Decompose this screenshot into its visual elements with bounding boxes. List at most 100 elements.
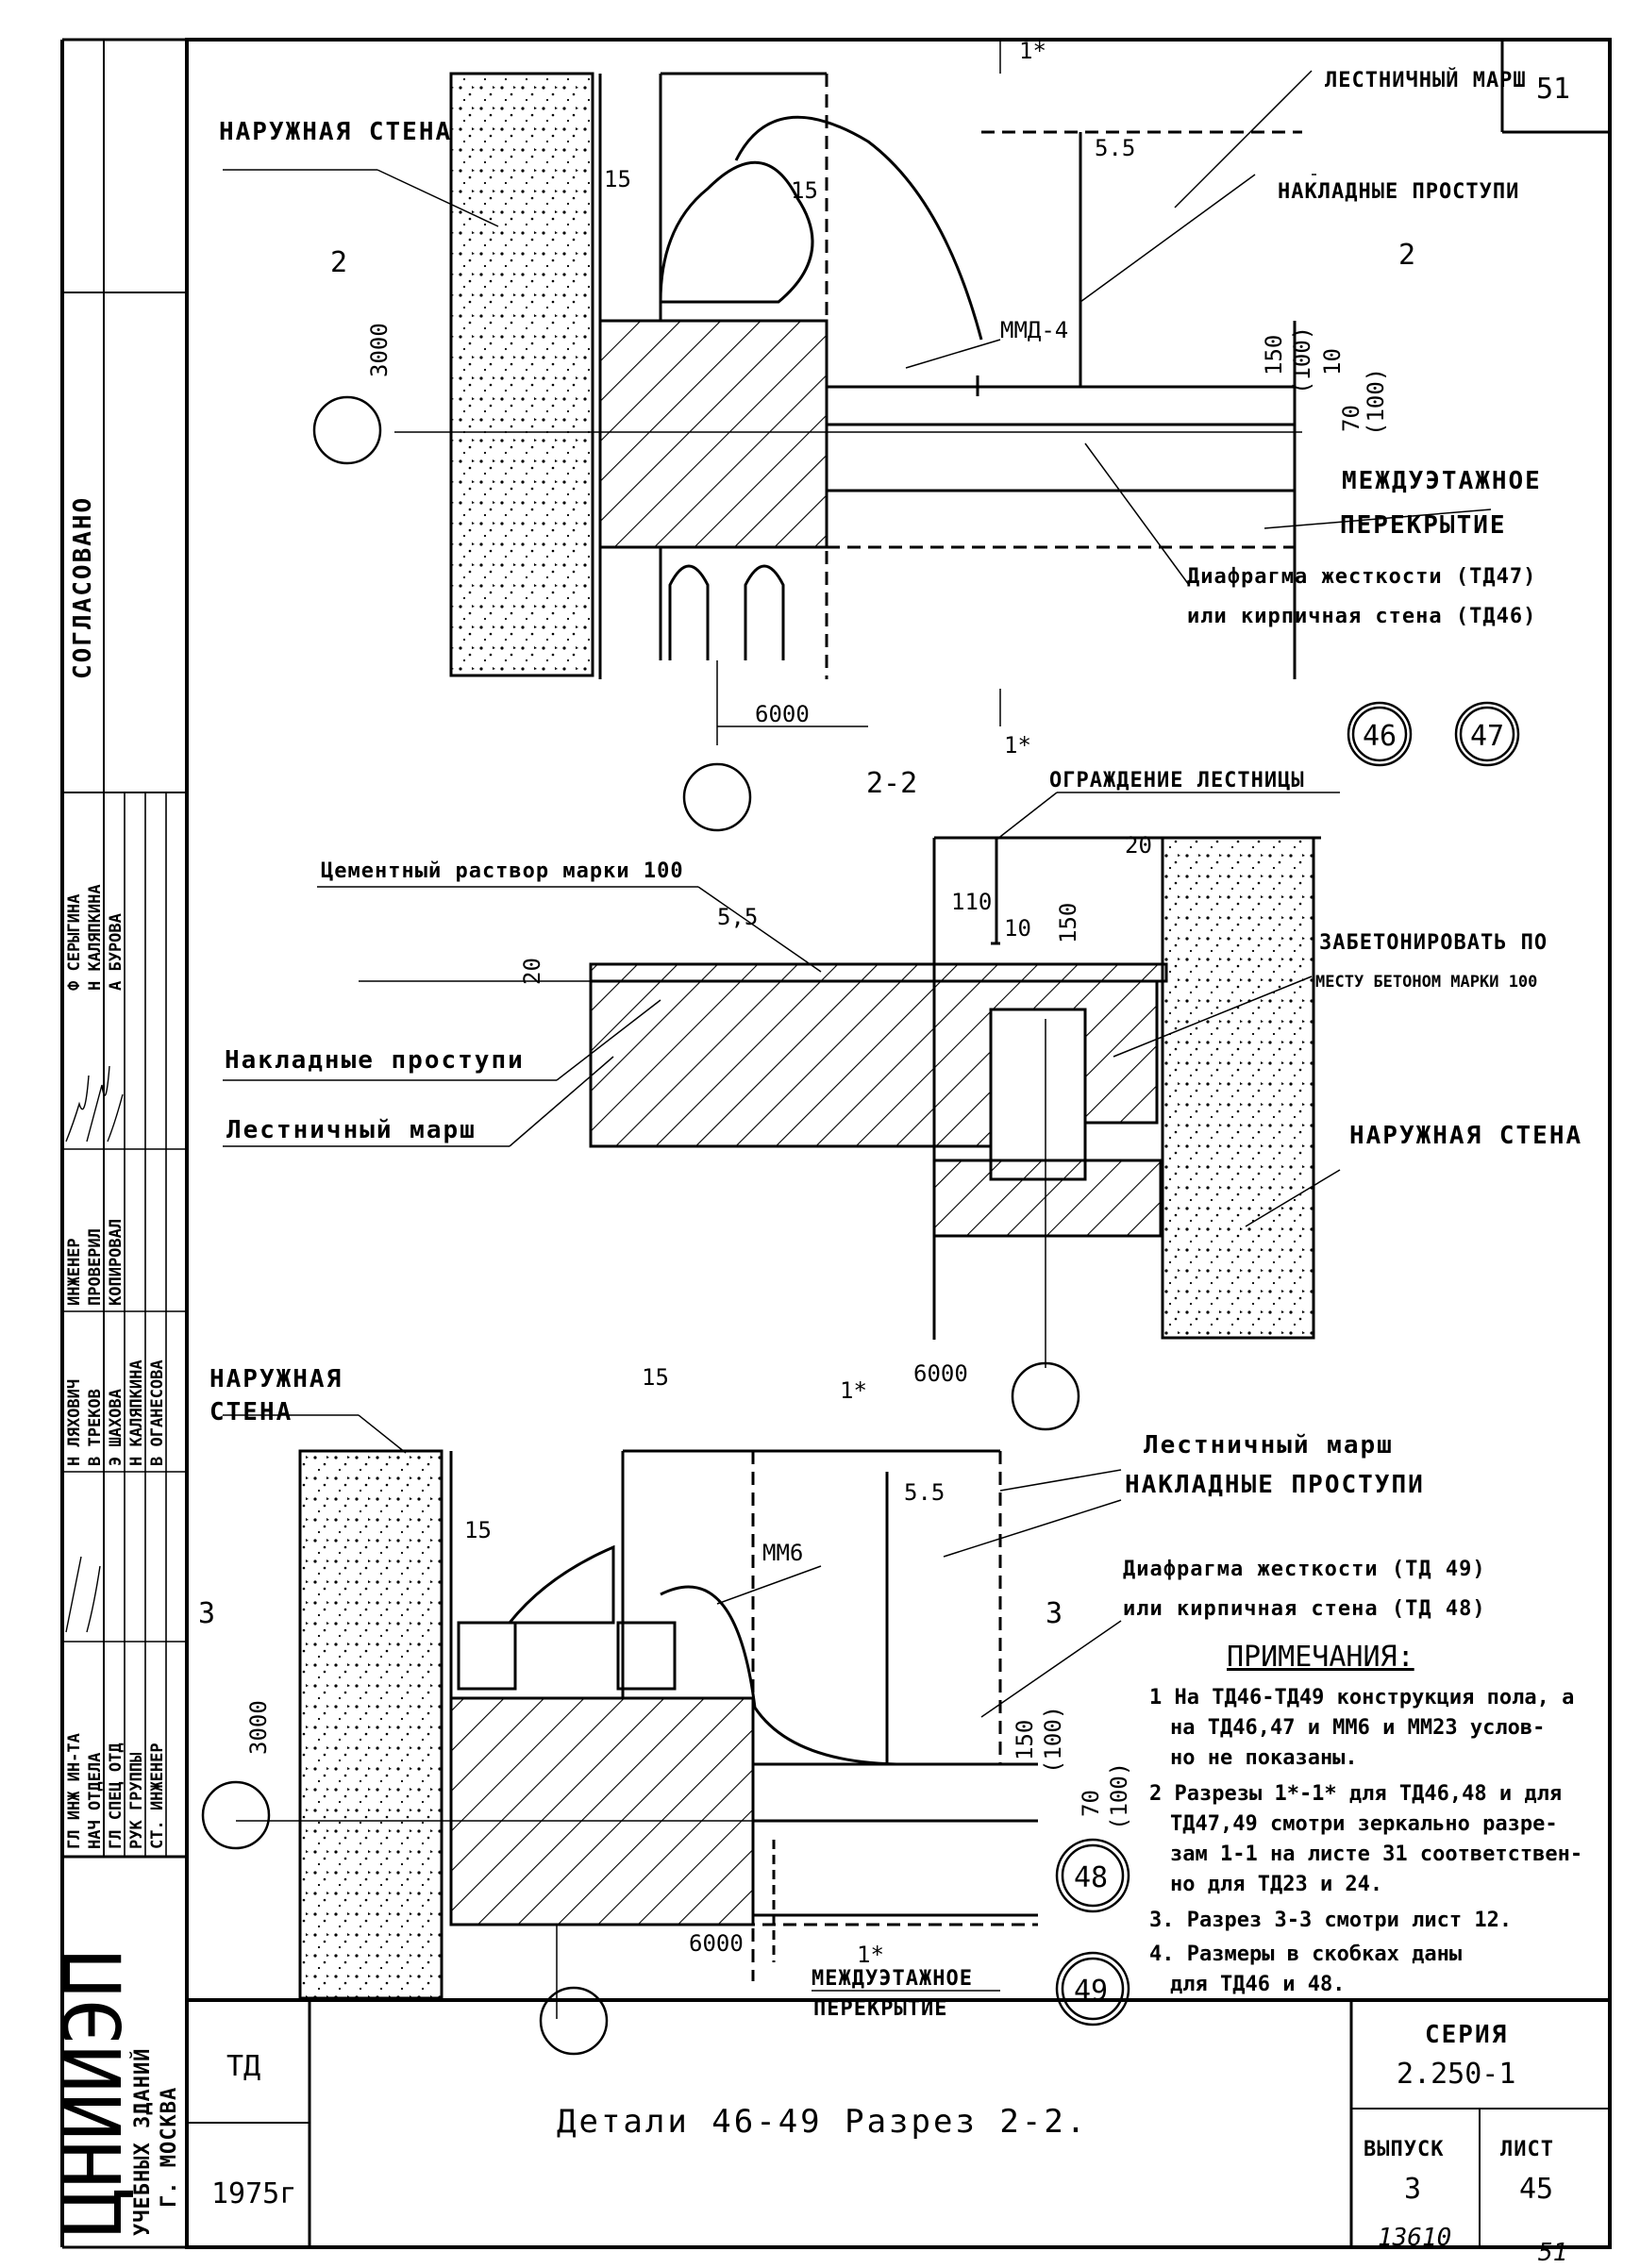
top-dim-6000: 6000 <box>755 701 810 727</box>
stamp-name: Ф СЕРЫГИНА <box>65 894 84 991</box>
note-4: 4. Размеры в скобках даны <box>1149 1943 1462 1966</box>
top-dim-55: 5.5 <box>1095 135 1135 161</box>
top-dim-150: 150 <box>1261 335 1287 375</box>
note-2: 2 Разрезы 1*-1* для ТД46,48 и для <box>1149 1782 1562 1806</box>
stamp-name: Н КАЛЯПКИНА <box>86 884 105 991</box>
bottom-wall-label-1: НАРУЖНАЯ <box>209 1365 343 1393</box>
section-dim-20b: 20 <box>1125 832 1152 859</box>
stamp-role: КОПИРОВАЛ <box>107 1219 126 1306</box>
sheet-number-bottom: 51 <box>1538 2239 1567 2267</box>
detail-48-49 <box>236 1449 1038 2019</box>
top-diaphragm-label-2: или кирпичная стена (ТД46) <box>1187 605 1536 628</box>
top-dim-100b: (100) <box>1363 368 1389 436</box>
bottom-cut-3b: 3 <box>1046 1597 1063 1630</box>
stamp-name: Э ШАХОВА <box>107 1389 126 1466</box>
section-march-label: Лестничный марш <box>226 1116 477 1144</box>
stamp-grid <box>62 792 187 1857</box>
bottom-diaphragm-label-1: Диафрагма жесткости (ТД 49) <box>1123 1558 1486 1581</box>
org-line2: Г. МОСКВА <box>158 2087 181 2208</box>
org-logo: ЦНИИЭП <box>47 1950 140 2236</box>
sheet-title: Детали 46-49 Разрез 2-2. <box>557 2103 1088 2141</box>
leaders-bottom <box>223 1414 1122 1992</box>
node-46: 46 <box>1363 720 1397 753</box>
section-dim-150: 150 <box>1055 903 1081 943</box>
section-concrete-label-2: МЕСТУ БЕТОНОМ МАРКИ 100 <box>1315 973 1537 992</box>
bottom-dim-15a: 15 <box>642 1364 669 1391</box>
top-wall-label: НАРУЖНАЯ СТЕНА <box>219 118 452 146</box>
bottom-dim-15b: 15 <box>464 1517 492 1543</box>
frame <box>60 38 1612 2249</box>
stamp-role: НАЧ ОТДЕЛА <box>86 1753 105 1849</box>
top-dim-15b: 15 <box>791 177 818 204</box>
stamp-role: ИНЖЕНЕР <box>65 1238 84 1306</box>
leaders-section <box>223 792 1341 1227</box>
notes-block: ПРИМЕЧАНИЯ: 1 На ТД46-ТД49 конструкция п… <box>1149 1641 1582 1996</box>
node-markers-bottom <box>201 1780 1130 2056</box>
top-mmd-label: ММД-4 <box>1000 317 1068 343</box>
bottom-dim-55: 5.5 <box>904 1479 945 1506</box>
top-cut-1b: 1* <box>1004 732 1031 759</box>
note-2c: зам 1-1 на листе 31 соответствен- <box>1170 1843 1582 1866</box>
top-dim-10: 10 <box>1319 348 1346 375</box>
stamp-name: В ТРЕКОВ <box>86 1389 105 1466</box>
sheet-year: 1975г <box>211 2177 296 2210</box>
bottom-cut-1b: 1* <box>857 1942 884 1968</box>
signatures <box>65 1065 124 1633</box>
stamp-role: ПРОВЕРИЛ <box>86 1228 105 1306</box>
sheet-code: 13610 <box>1378 2224 1451 2252</box>
stamp-role: РУК ГРУППЫ <box>127 1753 146 1849</box>
top-dim-15a: 15 <box>604 166 631 192</box>
section-dim-6000: 6000 <box>913 1360 968 1387</box>
bottom-cut-3a: 3 <box>198 1597 215 1630</box>
bottom-dim-3000: 3000 <box>245 1700 272 1755</box>
note-1b: на ТД46,47 и ММ6 и ММ23 услов- <box>1170 1716 1545 1740</box>
agreed-label: СОГЛАСОВАНО <box>69 496 97 679</box>
note-1c: но не показаны. <box>1170 1746 1358 1770</box>
bottom-march-label: Лестничный марш <box>1144 1431 1394 1459</box>
sheet-type: ТД <box>226 2050 260 2083</box>
series-value: 2.250-1 <box>1397 2058 1515 2091</box>
top-diaphragm-label-1: Диафрагма жесткости (ТД47) <box>1187 565 1536 589</box>
bottom-dim-6000: 6000 <box>689 1930 744 1957</box>
section-treads-label: Накладные проступи <box>225 1046 525 1075</box>
top-cut-1: 1* <box>1019 38 1046 64</box>
section-dim-20a: 20 <box>519 958 545 985</box>
section-railing-label: ОГРАЖДЕНИЕ ЛЕСТНИЦЫ <box>1049 769 1305 792</box>
issue-label: ВЫПУСК <box>1364 2138 1444 2161</box>
note-2d: но для ТД23 и 24. <box>1170 1873 1382 1896</box>
node-47: 47 <box>1470 720 1504 753</box>
top-floor-label-1: МЕЖДУЭТАЖНОЕ <box>1342 467 1542 495</box>
stamp-role: СТ. ИНЖЕНЕР <box>148 1743 167 1849</box>
bottom-diaphragm-label-2: или кирпичная стена (ТД 48) <box>1123 1597 1486 1621</box>
node-49: 49 <box>1074 1975 1108 2008</box>
node-48: 48 <box>1074 1861 1108 1894</box>
node-markers-top <box>312 395 1520 832</box>
section-node-marker <box>1011 1361 1080 1431</box>
notes-heading: ПРИМЕЧАНИЯ: <box>1227 1641 1414 1674</box>
list-value: 45 <box>1519 2173 1553 2206</box>
section-dim-55: 5,5 <box>717 904 758 930</box>
bottom-treads-label: НАКЛАДНЫЕ ПРОСТУПИ <box>1125 1471 1425 1499</box>
sheet-number-top: 51 <box>1536 73 1570 106</box>
leaders-top <box>223 70 1492 586</box>
bottom-wall-label-2: СТЕНА <box>209 1398 293 1426</box>
bottom-dim-100b: (100) <box>1106 1762 1132 1830</box>
bottom-dim-70: 70 <box>1078 1790 1104 1817</box>
top-dim-3000: 3000 <box>366 323 393 377</box>
top-dim-70: 70 <box>1338 405 1364 432</box>
section-name: 2-2 <box>866 767 917 800</box>
issue-value: 3 <box>1404 2173 1421 2206</box>
note-2b: ТД47,49 смотри зеркально разре- <box>1170 1812 1558 1836</box>
section-wall-label: НАРУЖНАЯ СТЕНА <box>1349 1122 1582 1150</box>
series-label: СЕРИЯ <box>1425 2021 1508 2049</box>
top-cut-2a: 2 <box>330 246 347 279</box>
stamp-name: А БУРОВА <box>107 913 126 991</box>
section-concrete-label-1: ЗАБЕТОНИРОВАТЬ ПО <box>1319 931 1548 955</box>
bottom-cut-1: 1* <box>840 1377 867 1404</box>
detail-46-47 <box>394 42 1302 745</box>
bottom-mm6-label: ММ6 <box>762 1540 803 1566</box>
stamp-name: В ОГАНЕСОВА <box>148 1359 167 1466</box>
section-2-2 <box>359 836 1321 1368</box>
stamp-role: ГЛ ИНЖ ИН-ТА <box>65 1733 84 1849</box>
